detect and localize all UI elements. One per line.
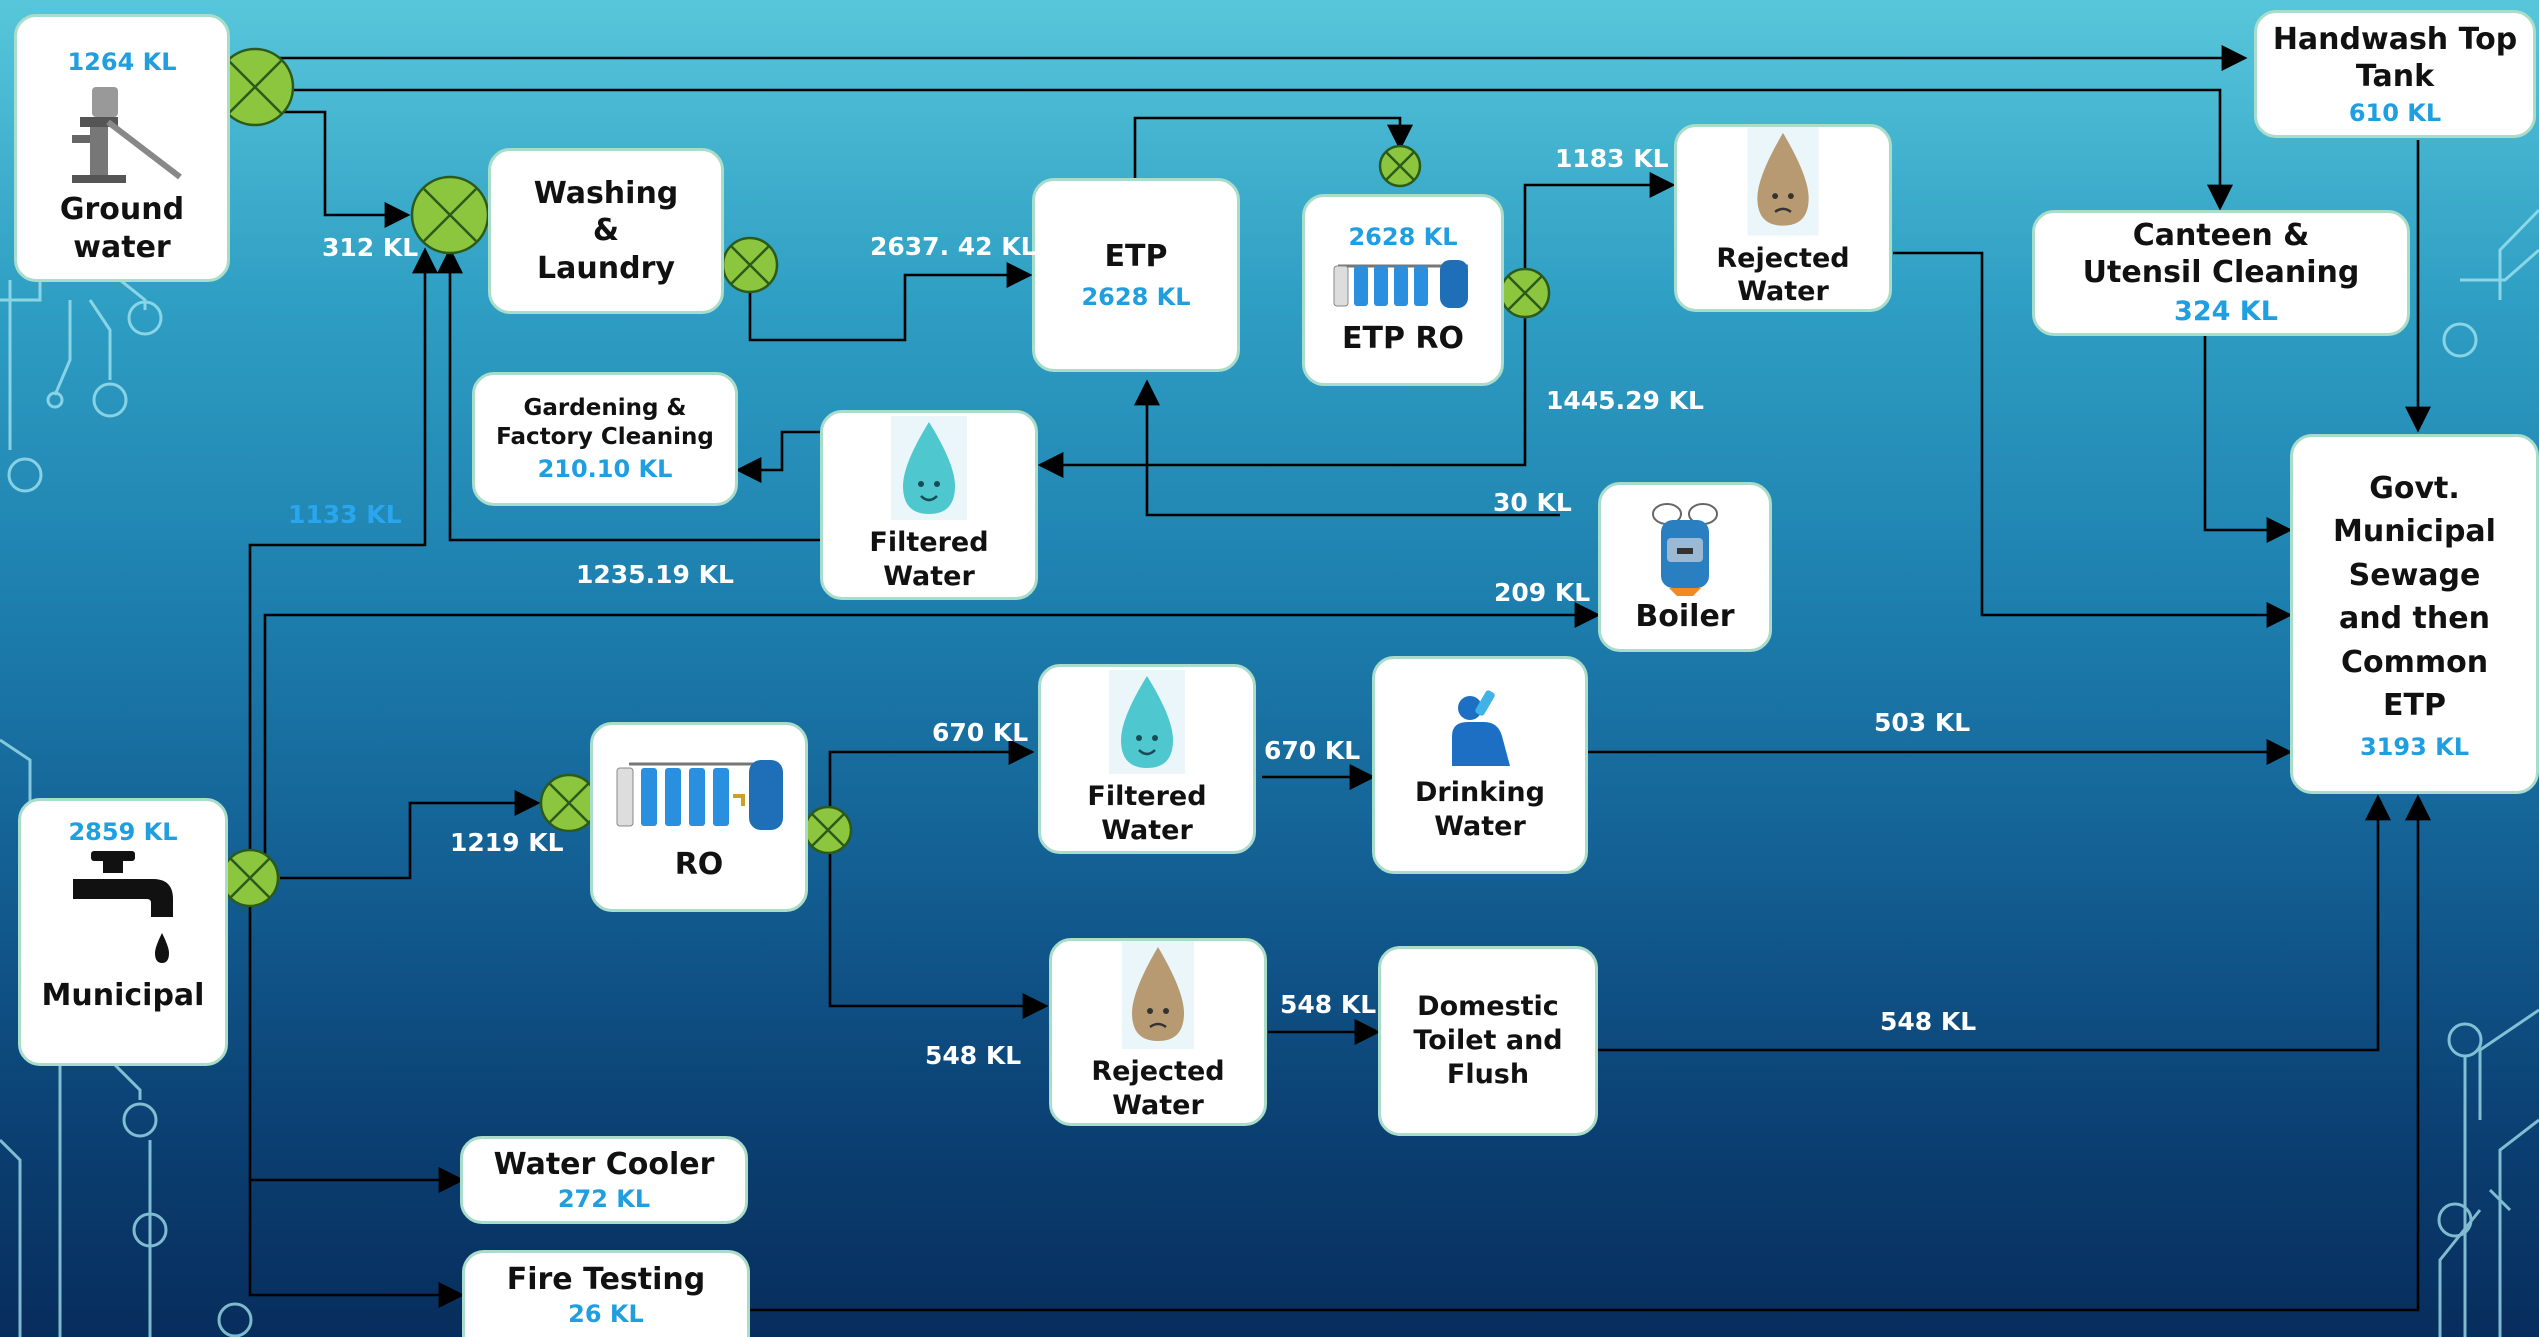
edge-label-domestic-to-sewage: 548 KL [1880, 1007, 1977, 1036]
boiler-node: Boiler [1598, 482, 1772, 652]
municipal-value: 2859 KL [68, 818, 178, 846]
etp-node: ETP 2628 KL [1032, 178, 1240, 372]
edge-label-filtered-to-drinking: 670 KL [1264, 736, 1361, 765]
etp-ro-label: ETP RO [1342, 321, 1464, 357]
valve-icon [410, 175, 490, 255]
etp-ro-value: 2628 KL [1348, 223, 1458, 252]
fire-testing-value: 26 KL [568, 1299, 644, 1328]
govt-sewage-value: 3193 KL [2359, 732, 2470, 761]
filtered-water-top-node: Filtered Water [820, 410, 1038, 600]
govt-sewage-node: Govt. Municipal Sewage and then Common E… [2290, 434, 2539, 794]
rejected-water-low-label: Rejected Water [1091, 1056, 1225, 1121]
edge-label-gw-to-washing: 312 KL [322, 233, 419, 262]
sad-drop-icon [1747, 127, 1819, 236]
valve-icon [539, 773, 599, 833]
edge-label-drinking-to-sewage: 503 KL [1874, 708, 1971, 737]
rejected-water-top-label: Rejected Water [1716, 242, 1850, 308]
ro-node: RO [590, 722, 808, 912]
edge-label-municipal-to-washing: 1133 KL [288, 500, 402, 529]
fire-testing-node: Fire Testing 26 KL [462, 1250, 750, 1337]
domestic-toilet-label: Domestic Toilet and Flush [1413, 991, 1563, 1090]
domestic-toilet-node: Domestic Toilet and Flush [1378, 946, 1598, 1136]
valve-icon [721, 236, 779, 294]
filtered-water-top-label: Filtered Water [869, 527, 989, 592]
edge-label-ro-to-rejected: 548 KL [925, 1041, 1022, 1070]
ro-label: RO [674, 847, 724, 883]
edge-label-municipal-to-ro: 1219 KL [450, 828, 564, 857]
valve-icon [1378, 144, 1422, 188]
etp-ro-node: 2628 KL ETP RO [1302, 194, 1504, 386]
municipal-label: Municipal [41, 978, 205, 1013]
ro-filter-icon [616, 760, 783, 831]
rejected-water-low-node: Rejected Water [1049, 938, 1267, 1126]
etp-value: 2628 KL [1081, 282, 1191, 311]
edge-label-etpro-to-rejected: 1183 KL [1555, 144, 1669, 173]
govt-sewage-label: Govt. Municipal Sewage and then Common E… [2333, 470, 2496, 724]
water-tap-icon [73, 851, 173, 963]
ground-water-label: Ground water [59, 192, 185, 265]
edge-label-ro-to-filtered: 670 KL [932, 718, 1029, 747]
gardening-value: 210.10 KL [537, 454, 673, 483]
canteen-node: Canteen & Utensil Cleaning 324 KL [2032, 210, 2410, 336]
edge-label-boiler-to-etp: 30 KL [1493, 488, 1572, 517]
valve-icon [1499, 267, 1551, 319]
gardening-label: Gardening & Factory Cleaning [496, 395, 714, 450]
canteen-value: 324 KL [2174, 295, 2278, 327]
gardening-node: Gardening & Factory Cleaning 210.10 KL [472, 372, 738, 506]
boiler-label: Boiler [1635, 599, 1735, 635]
sad-drop-icon [1122, 941, 1194, 1050]
ground-water-value: 1264 KL [67, 48, 177, 76]
washing-laundry-node: Washing & Laundry [488, 148, 724, 314]
water-cooler-node: Water Cooler 272 KL [460, 1136, 748, 1224]
edge-label-rejected-to-domestic: 548 KL [1280, 990, 1377, 1019]
washing-laundry-label: Washing & Laundry [533, 175, 679, 286]
boiler-icon [1652, 503, 1718, 597]
valve-icon [803, 805, 853, 855]
edge-label-etpro-to-filtered: 1445.29 KL [1546, 386, 1704, 415]
water-cooler-value: 272 KL [557, 1184, 651, 1213]
happy-drop-icon [891, 416, 967, 521]
fire-testing-label: Fire Testing [506, 1262, 706, 1298]
municipal-node: 2859 KL Municipal [18, 798, 228, 1066]
ro-filter-icon [1333, 260, 1468, 309]
handwash-tank-node: Handwash Top Tank 610 KL [2254, 10, 2536, 138]
edge-label-municipal-to-boiler: 209 KL [1494, 578, 1591, 607]
handwash-tank-value: 610 KL [2348, 98, 2442, 127]
drinking-water-label: Drinking Water [1415, 777, 1545, 842]
drinking-water-node: Drinking Water [1372, 656, 1588, 874]
valve-icon [220, 848, 280, 908]
water-cooler-label: Water Cooler [493, 1147, 715, 1183]
filtered-water-mid-node: Filtered Water [1038, 664, 1256, 854]
filtered-water-mid-label: Filtered Water [1087, 781, 1207, 846]
happy-drop-icon [1109, 670, 1185, 775]
ground-water-node: 1264 KL Ground water [14, 14, 230, 282]
edge-label-washing-to-etp: 2637. 42 KL [870, 232, 1037, 261]
person-drinking-icon [1452, 690, 1510, 767]
rejected-water-top-node: Rejected Water [1674, 124, 1892, 312]
handwash-tank-label: Handwash Top Tank [2272, 21, 2518, 95]
edge-label-filtered-to-washing: 1235.19 KL [576, 560, 734, 589]
etp-label: ETP [1104, 239, 1168, 275]
canteen-label: Canteen & Utensil Cleaning [2082, 217, 2360, 291]
hand-pump-icon [72, 87, 182, 183]
